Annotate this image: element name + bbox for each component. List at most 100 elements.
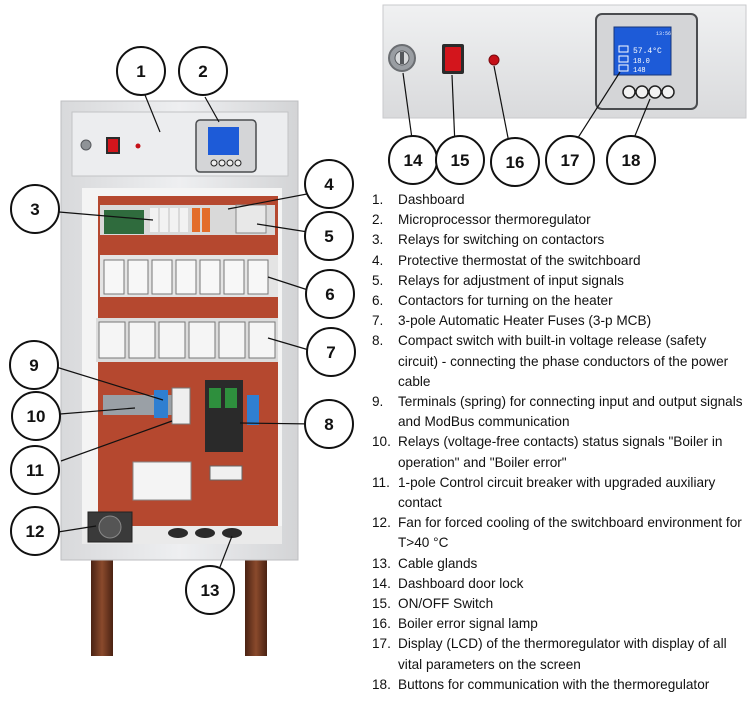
legend-item: 9.Terminals (spring) for connecting inpu… bbox=[372, 392, 744, 432]
callout-7: 7 bbox=[306, 327, 356, 377]
svg-text:6: 6 bbox=[325, 285, 334, 304]
legend-item: 1. Dashboard bbox=[372, 190, 744, 210]
callout-6: 6 bbox=[305, 269, 355, 319]
callout-4: 4 bbox=[304, 159, 354, 209]
legend-item-text: Relays for switching on contactors bbox=[398, 232, 605, 248]
svg-text:1: 1 bbox=[136, 62, 145, 81]
cabinet-leg-right bbox=[245, 558, 267, 656]
legend-item-number: 5. bbox=[372, 272, 384, 288]
lcd-reading-1: 57.4°C bbox=[633, 47, 662, 56]
svg-text:5: 5 bbox=[324, 227, 333, 246]
callout-15: 15 bbox=[435, 135, 485, 185]
svg-text:11: 11 bbox=[26, 461, 44, 480]
svg-text:17: 17 bbox=[561, 151, 580, 170]
legend-item-number: 4. bbox=[372, 252, 384, 268]
legend-item-number: 1. bbox=[372, 192, 384, 207]
dashboard-detail-panel: 13:56 57.4°C 18.0 148 bbox=[382, 4, 747, 119]
callout-9: 9 bbox=[9, 340, 59, 390]
svg-text:4: 4 bbox=[324, 175, 334, 194]
callout-18: 18 bbox=[606, 135, 656, 185]
legend-item: 3. Relays for switching on contactors bbox=[372, 230, 744, 250]
legend-item-number: 10. bbox=[372, 434, 391, 450]
legend-item-text: Dashboard door lock bbox=[398, 575, 524, 591]
error-lamp-icon bbox=[488, 54, 500, 66]
thermoregulator-detail: 13:56 57.4°C 18.0 148 bbox=[595, 13, 698, 110]
callout-3: 3 bbox=[10, 184, 60, 234]
lcd-time: 13:56 bbox=[656, 31, 671, 37]
legend-item-text: Cable glands bbox=[398, 555, 478, 571]
control-buttons bbox=[622, 85, 675, 99]
callout-10: 10 bbox=[11, 391, 61, 441]
svg-text:18: 18 bbox=[622, 151, 641, 170]
legend-item-text: 3-pole Automatic Heater Fuses (3-p MCB) bbox=[398, 313, 652, 329]
legend-item-text: Relays (voltage-free contacts) status si… bbox=[398, 434, 723, 470]
legend-item: 4. Protective thermostat of the switchboa… bbox=[372, 251, 744, 271]
legend-item-number: 11. bbox=[372, 474, 390, 490]
cabinet bbox=[60, 100, 299, 656]
legend-item: 10. Relays (voltage-free contacts) status… bbox=[372, 432, 744, 472]
callout-13: 13 bbox=[185, 565, 235, 615]
legend-list: 1. Dashboard 2. Microprocessor thermoregul… bbox=[372, 190, 744, 695]
callout-12: 12 bbox=[10, 506, 60, 556]
svg-text:15: 15 bbox=[451, 151, 470, 170]
cabinet-leg-left bbox=[91, 558, 113, 656]
legend-item-text: Protective thermostat of the switchboard bbox=[398, 252, 641, 268]
legend-item-text: Boiler error signal lamp bbox=[398, 616, 538, 632]
legend-item-text: Dashboard bbox=[398, 192, 465, 207]
callout-markers: 1 2 3 4 5 6 7 8 9 10 11 12 13 14 15 16 1… bbox=[9, 46, 656, 615]
legend-item-number: 14. bbox=[372, 575, 391, 591]
legend-item-text: Contactors for turning on the heater bbox=[398, 293, 613, 309]
legend-item-text: Relays for adjustment of input signals bbox=[398, 272, 624, 288]
svg-text:7: 7 bbox=[326, 343, 335, 362]
callout-1: 1 bbox=[116, 46, 166, 96]
svg-text:14: 14 bbox=[404, 151, 423, 170]
lcd-reading-2: 18.0 bbox=[633, 58, 650, 66]
callout-11: 11 bbox=[10, 445, 60, 495]
legend-item-number: 3. bbox=[372, 232, 384, 248]
svg-text:12: 12 bbox=[26, 522, 45, 541]
legend-item-number: 2. bbox=[372, 212, 384, 228]
callout-5: 5 bbox=[304, 211, 354, 261]
on-off-switch bbox=[442, 44, 464, 74]
legend-item-text: Display (LCD) of the thermoregulator wit… bbox=[398, 636, 727, 672]
legend-item: 7. 3-pole Automatic Heater Fuses (3-p MCB… bbox=[372, 311, 744, 331]
door-lock-icon bbox=[388, 44, 416, 72]
legend-item-number: 16. bbox=[372, 616, 391, 632]
legend-item: 13. Cable glands bbox=[372, 554, 744, 574]
legend-item-number: 12. bbox=[372, 515, 391, 531]
callout-2: 2 bbox=[178, 46, 228, 96]
legend-item: 6. Contactors for turning on the heater bbox=[372, 291, 744, 311]
legend-item-number: 18. bbox=[372, 676, 391, 692]
legend-item: 18.Buttons for communication with the th… bbox=[372, 675, 744, 695]
callout-17: 17 bbox=[545, 135, 595, 185]
legend-item: 16. Boiler error signal lamp bbox=[372, 614, 744, 634]
callout-8: 8 bbox=[304, 399, 354, 449]
legend-item-number: 13. bbox=[372, 555, 391, 571]
legend-item-text: 1-pole Control circuit breaker with upgr… bbox=[398, 474, 716, 511]
callout-14: 14 bbox=[388, 135, 438, 185]
svg-text:8: 8 bbox=[324, 415, 333, 434]
legend-item: 5. Relays for adjustment of input signals bbox=[372, 271, 744, 291]
svg-text:2: 2 bbox=[198, 62, 207, 81]
legend-item-text: Fan for forced cooling of the switchboar… bbox=[398, 515, 742, 551]
legend-item: 11. 1-pole Control circuit breaker with u… bbox=[372, 473, 744, 513]
legend-item-number: 6. bbox=[372, 293, 384, 309]
legend-item-text: Terminals (spring) for connecting input … bbox=[398, 394, 743, 430]
legend-item: 8.Compact switch with built-in voltage r… bbox=[372, 331, 744, 392]
legend-item-text: Microprocessor thermoregulator bbox=[398, 212, 591, 228]
lcd-reading-3: 148 bbox=[633, 67, 646, 75]
legend-item: 15. ON/OFF Switch bbox=[372, 594, 744, 614]
svg-text:9: 9 bbox=[29, 356, 38, 375]
svg-text:16: 16 bbox=[506, 153, 525, 172]
svg-text:13: 13 bbox=[201, 581, 220, 600]
legend-item: 12. Fan for forced cooling of the switchb… bbox=[372, 513, 744, 553]
legend-item-number: 15. bbox=[372, 596, 391, 612]
legend-item: 2. Microprocessor thermoregulator bbox=[372, 210, 744, 230]
leader-lines bbox=[55, 65, 651, 568]
legend-item: 17. Display (LCD) of the thermoregulator … bbox=[372, 634, 744, 674]
legend-item-number: 8. bbox=[372, 333, 384, 349]
legend-item-text: ON/OFF Switch bbox=[398, 596, 494, 612]
legend-item-number: 7. bbox=[372, 313, 384, 329]
legend-item-number: 17. bbox=[372, 636, 391, 652]
callout-16: 16 bbox=[490, 137, 540, 187]
